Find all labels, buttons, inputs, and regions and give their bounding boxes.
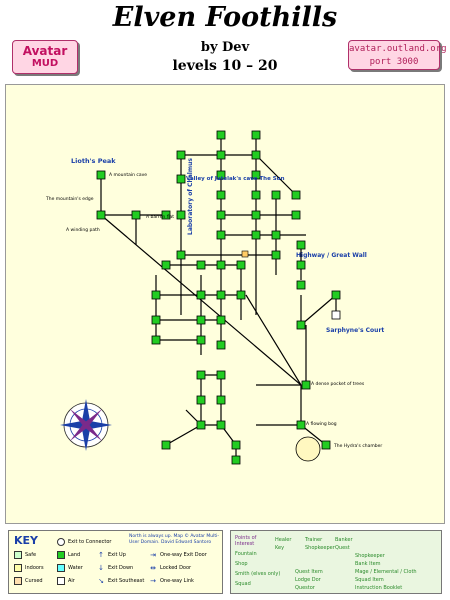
- water-swatch: [57, 564, 65, 572]
- key-title: KEY: [14, 534, 39, 547]
- poi-item: Fountain: [235, 551, 257, 557]
- key-item-oneway-door: ⇥ One-way Exit Door: [149, 551, 207, 559]
- poi-item: Quest: [335, 545, 350, 551]
- poi-item: Squad Item: [355, 577, 384, 583]
- poi-item: Mage / Elemental / Cloth: [355, 569, 417, 575]
- sarphyne-label: Sarphyne's Court: [326, 327, 384, 334]
- land-swatch: [57, 551, 65, 559]
- air-swatch: [57, 577, 65, 585]
- locked-door-icon: ⇹: [150, 564, 156, 572]
- key-item-oneway-link: → One-way Link: [149, 577, 194, 585]
- key-label: Cursed: [25, 578, 43, 584]
- poi-item: Quest Item: [295, 569, 323, 575]
- room-label-g: The Hydra's chamber: [333, 443, 382, 449]
- key-item-air: Air: [57, 577, 75, 585]
- key-label: Air: [68, 578, 75, 584]
- server-host: avatar.outland.org: [349, 44, 447, 54]
- room-label-d: A barren flat: [146, 214, 174, 220]
- key-label: Locked Door: [160, 565, 192, 571]
- key-item-locked-door: ⇹ Locked Door: [149, 564, 191, 572]
- safe-swatch: [14, 551, 22, 559]
- laboratory-label: Laboratory of Chalmus: [187, 158, 194, 235]
- down-arrow-icon: ↓: [98, 564, 104, 572]
- key-label: Exit Southeast: [108, 578, 145, 584]
- key-legend: KEY North is always up. Map © Avatar Mul…: [8, 530, 223, 594]
- room-label-a: A mountain cave: [109, 172, 147, 178]
- map-canvas: Lioth's Peak Valley of Jutelak's cave Th…: [45, 130, 384, 465]
- oneway-link-icon: →: [150, 577, 156, 585]
- cursed-swatch: [14, 577, 22, 585]
- poi-item: Trainer: [305, 537, 323, 543]
- map-panel: Lioth's Peak Valley of Jutelak's cave Th…: [5, 84, 445, 524]
- room-label-e: A dense pocket of trees: [311, 381, 365, 387]
- key-note: North is always up. Map © Avatar Multi-U…: [129, 534, 220, 545]
- key-item-exit-down: ↓ Exit Down: [97, 564, 133, 572]
- key-item-exit-southeast: ↘ Exit Southeast: [97, 577, 144, 585]
- highway-label: Highway / Great Wall: [296, 252, 367, 259]
- map-labels: Lioth's Peak Valley of Jutelak's cave Th…: [45, 157, 384, 449]
- room-label-f: A flowing bog: [306, 421, 337, 427]
- connector-swatch: [57, 538, 65, 546]
- logo-line-1: Avatar: [22, 44, 68, 58]
- key-item-cursed: Cursed: [14, 577, 43, 585]
- key-label: Exit Up: [108, 552, 126, 558]
- key-item-safe: Safe: [14, 551, 36, 559]
- poi-item: Squad: [235, 581, 251, 587]
- key-item-indoors: Indoors: [14, 564, 44, 572]
- key-label: Safe: [25, 552, 37, 558]
- server-port: port 3000: [369, 57, 419, 67]
- poi-item: Lodge Dor: [295, 577, 321, 583]
- room-label-b: The mountain's edge: [45, 196, 94, 202]
- key-item-exit-connector: Exit to Connector: [57, 538, 111, 546]
- southeast-arrow-icon: ↘: [98, 577, 104, 585]
- exit-room: [331, 310, 341, 320]
- map-title: Elven Foothills: [112, 2, 338, 33]
- avatar-mud-logo[interactable]: Avatar MUD: [12, 40, 78, 74]
- poi-item: Smith (elves only): [235, 571, 281, 577]
- key-item-land: Land: [57, 551, 80, 559]
- key-item-exit-up: ↑ Exit Up: [97, 551, 126, 559]
- poi-item: Healer: [275, 537, 292, 543]
- poi-heading: Points of Interest: [235, 535, 257, 547]
- poi-item: Banker: [335, 537, 353, 543]
- map-author: by Dev: [200, 40, 250, 55]
- points-of-interest-legend: Points of Interest Healer Fountain Shop …: [230, 530, 442, 594]
- poi-item: Instruction Booklet: [355, 585, 403, 591]
- poi-item: Bank Item: [355, 561, 381, 567]
- server-address-badge[interactable]: avatar.outland.org port 3000: [348, 40, 447, 70]
- poi-item: Questor: [295, 585, 315, 591]
- logo-line-2: MUD: [31, 58, 59, 69]
- key-label: Indoors: [25, 565, 44, 571]
- special-room: [241, 250, 249, 258]
- key-label: One-way Link: [160, 578, 194, 584]
- key-label: Land: [68, 552, 81, 558]
- oneway-door-icon: ⇥: [150, 551, 156, 559]
- key-label: Exit Down: [108, 565, 134, 571]
- poi-item: Shopkeeper: [305, 545, 335, 551]
- lioths-peak-label: Lioth's Peak: [71, 157, 116, 165]
- poi-item: Key: [275, 545, 285, 551]
- key-label: Exit to Connector: [68, 539, 112, 545]
- key-label: One-way Exit Door: [160, 552, 207, 558]
- map-levels: levels 10 – 20: [172, 58, 278, 74]
- indoors-swatch: [14, 564, 22, 572]
- hydra-pond: [295, 436, 321, 462]
- compass-rose-icon: [60, 399, 112, 451]
- key-item-water: Water: [57, 564, 83, 572]
- map-rooms: [96, 130, 341, 465]
- valley-label: Valley of Jutelak's cave The Sun: [186, 176, 285, 182]
- room-label-c: A winding path: [66, 227, 100, 233]
- key-label: Water: [68, 565, 83, 571]
- up-arrow-icon: ↑: [98, 551, 104, 559]
- poi-item: Shop: [235, 561, 248, 567]
- poi-item: Shopkeeper: [355, 553, 385, 559]
